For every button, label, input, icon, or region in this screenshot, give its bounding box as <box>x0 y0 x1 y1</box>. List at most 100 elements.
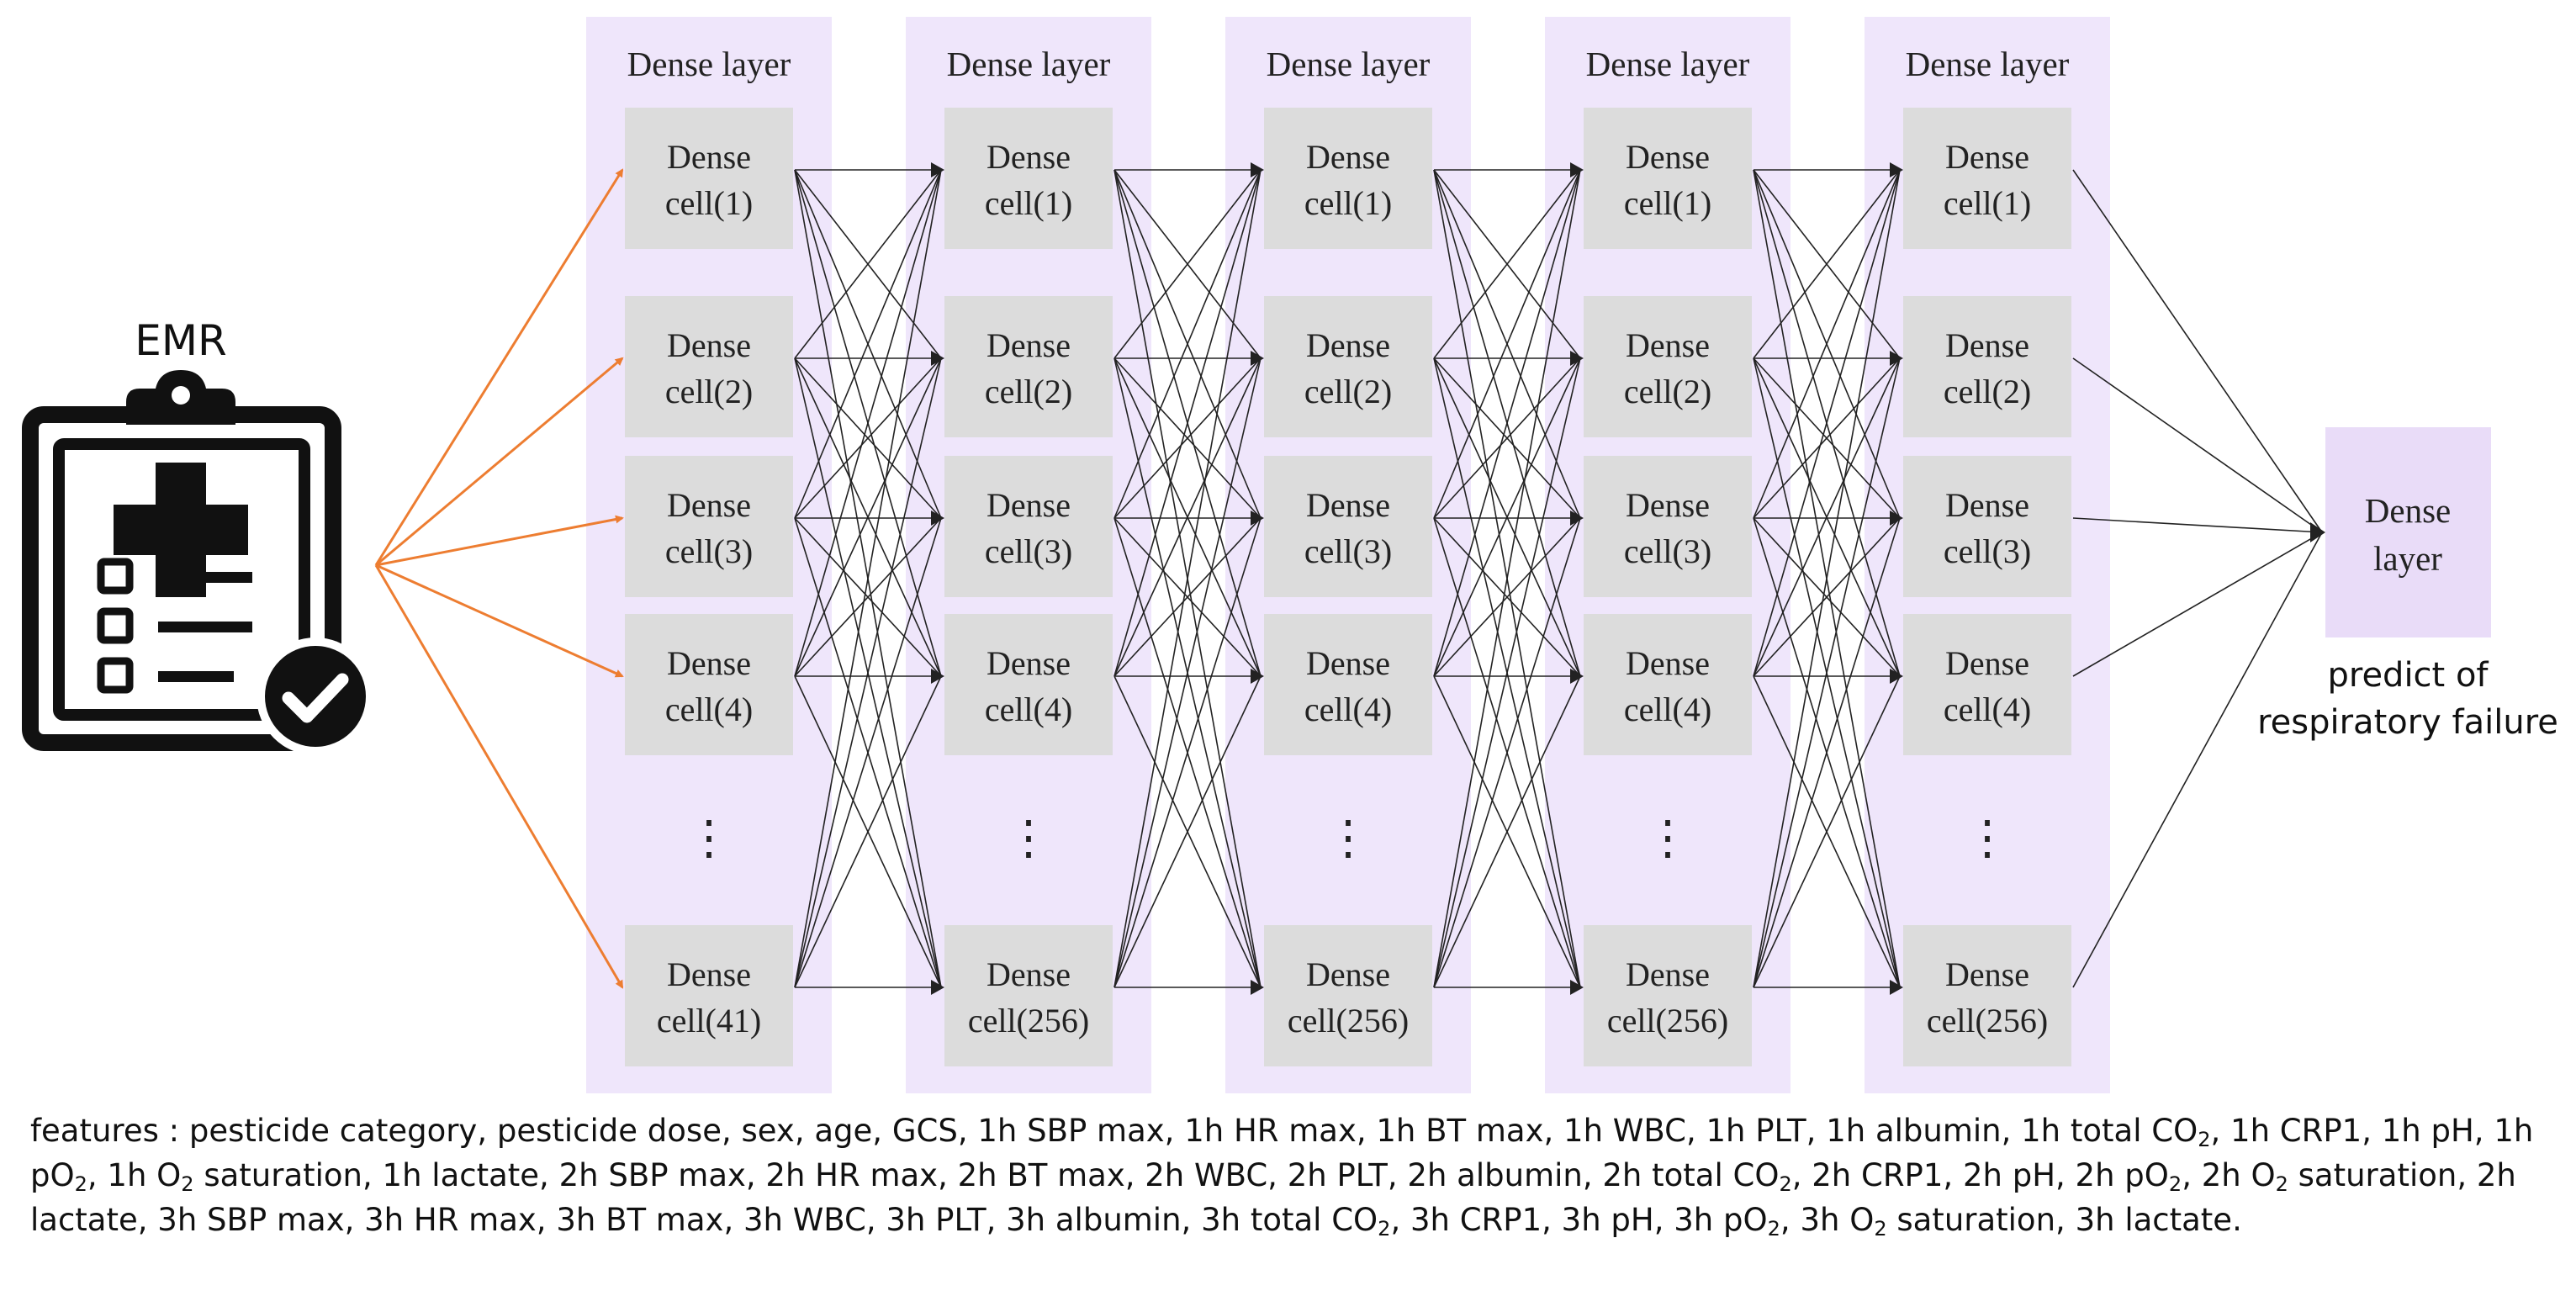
arrowhead <box>1890 669 1903 684</box>
connection-line <box>1753 169 1901 519</box>
feature-item: 3h total CO2 <box>1201 1202 1391 1241</box>
connection-line <box>1753 357 1901 677</box>
output-connection-line <box>2072 532 2323 677</box>
dense-cell-label-line2: cell(3) <box>985 532 1072 570</box>
connection-line <box>1433 675 1581 988</box>
arrowhead <box>1570 351 1584 366</box>
output-label-line1: Dense <box>2365 491 2451 530</box>
connection-line <box>1113 357 1262 519</box>
dense-cell-box <box>1264 925 1432 1066</box>
connection-line <box>794 169 942 677</box>
dense-cell-box <box>944 108 1113 249</box>
connection-line <box>1753 517 1901 988</box>
dense-cell-label-line1: Dense <box>667 486 751 524</box>
connection-line <box>1113 357 1262 677</box>
feature-item: 1h BT max <box>1376 1113 1544 1149</box>
dense-cell-label-line1: Dense <box>667 138 751 176</box>
input-arrow <box>375 357 624 567</box>
clipboard-icon <box>22 370 341 751</box>
ellipsis: ⋮ <box>1325 812 1372 865</box>
feature-item: 3h WBC <box>743 1202 866 1238</box>
connection-line <box>1113 169 1262 359</box>
feature-item: 1h PLT <box>1706 1113 1806 1149</box>
dense-cell-label-line1: Dense <box>1626 326 1710 364</box>
dense-cell-box <box>944 296 1113 437</box>
dense-cell-label-line1: Dense <box>986 138 1071 176</box>
connection-line <box>1433 517 1581 677</box>
connection-line <box>794 357 942 519</box>
feature-item: 3h pH <box>1561 1202 1654 1238</box>
connection-line <box>1113 169 1262 988</box>
feature-item: 2h PLT <box>1287 1157 1388 1193</box>
dense-cell-box <box>1584 108 1752 249</box>
dense-cell-box <box>625 614 793 755</box>
arrowhead <box>1890 351 1903 366</box>
arrowhead <box>1890 511 1903 526</box>
dense-cell-label-line1: Dense <box>1626 486 1710 524</box>
connection-line <box>1113 169 1262 677</box>
dense-cell-label-line1: Dense <box>1626 138 1710 176</box>
input-arrow <box>374 168 624 566</box>
dense-cell-label-line1: Dense <box>986 486 1071 524</box>
dense-cell-box <box>625 925 793 1066</box>
emr-label: EMR <box>135 316 226 365</box>
dense-cell-label-line2: cell(1) <box>665 184 753 222</box>
feature-item: 2h HR max <box>765 1157 939 1193</box>
connection-line <box>1433 169 1581 988</box>
dense-cell-box <box>1903 614 2071 755</box>
arrowhead <box>1890 162 1903 177</box>
connection-line <box>1113 675 1262 988</box>
arrowhead <box>2310 522 2325 542</box>
arrowhead <box>1890 980 1903 995</box>
arrowhead <box>931 162 944 177</box>
feature-item: 1h total CO2 <box>2021 1113 2211 1151</box>
dense-cell-label-line1: Dense <box>1306 955 1390 993</box>
dense-cell-label-line1: Dense <box>1626 644 1710 682</box>
dense-cell-box <box>625 456 793 597</box>
dense-cell-label-line2: cell(256) <box>1607 1002 1728 1040</box>
connection-line <box>1433 357 1581 677</box>
ellipsis: ⋮ <box>1005 812 1052 865</box>
connection-line <box>1433 357 1581 519</box>
dense-cell-label-line2: cell(2) <box>1304 373 1392 410</box>
dense-cell-label-line1: Dense <box>1945 486 2029 524</box>
dense-cell-box <box>1264 614 1432 755</box>
feature-item: 3h HR max <box>364 1202 537 1238</box>
dense-cell-label-line1: Dense <box>1945 326 2029 364</box>
ellipsis: ⋮ <box>685 812 733 865</box>
connection-line <box>1753 357 1901 988</box>
dense-layer-title: Dense layer <box>1906 45 2070 83</box>
arrowhead <box>1570 162 1584 177</box>
dense-cell-label-line1: Dense <box>986 326 1071 364</box>
feature-item: 3h BT max <box>556 1202 724 1238</box>
connection-line <box>794 675 942 988</box>
dense-cell-label-line1: Dense <box>1306 644 1390 682</box>
feature-item: GCS <box>891 1113 958 1149</box>
dense-cell-box <box>625 296 793 437</box>
connection-line <box>1433 169 1581 519</box>
dense-cell-label-line2: cell(1) <box>1304 184 1392 222</box>
connection-line <box>1433 357 1581 988</box>
feature-item: 2h total CO2 <box>1602 1157 1792 1196</box>
dense-cell-label-line1: Dense <box>986 955 1071 993</box>
dense-cell-label-line1: Dense <box>1945 644 2029 682</box>
dense-layer-title: Dense layer <box>947 45 1111 83</box>
dense-cell-label-line1: Dense <box>1945 955 2029 993</box>
connection-line <box>1113 517 1262 988</box>
arrowhead <box>1570 511 1584 526</box>
dense-cell-label-line2: cell(256) <box>968 1002 1089 1040</box>
connection-line <box>1753 517 1901 677</box>
dense-cell-label-line2: cell(3) <box>1304 532 1392 570</box>
dense-cell-label-line1: Dense <box>1306 326 1390 364</box>
dense-cell-box <box>944 925 1113 1066</box>
input-arrow <box>374 564 624 989</box>
dense-cell-label-line2: cell(2) <box>1624 373 1711 410</box>
connection-line <box>794 169 942 988</box>
dense-cell-label-line1: Dense <box>1306 138 1390 176</box>
